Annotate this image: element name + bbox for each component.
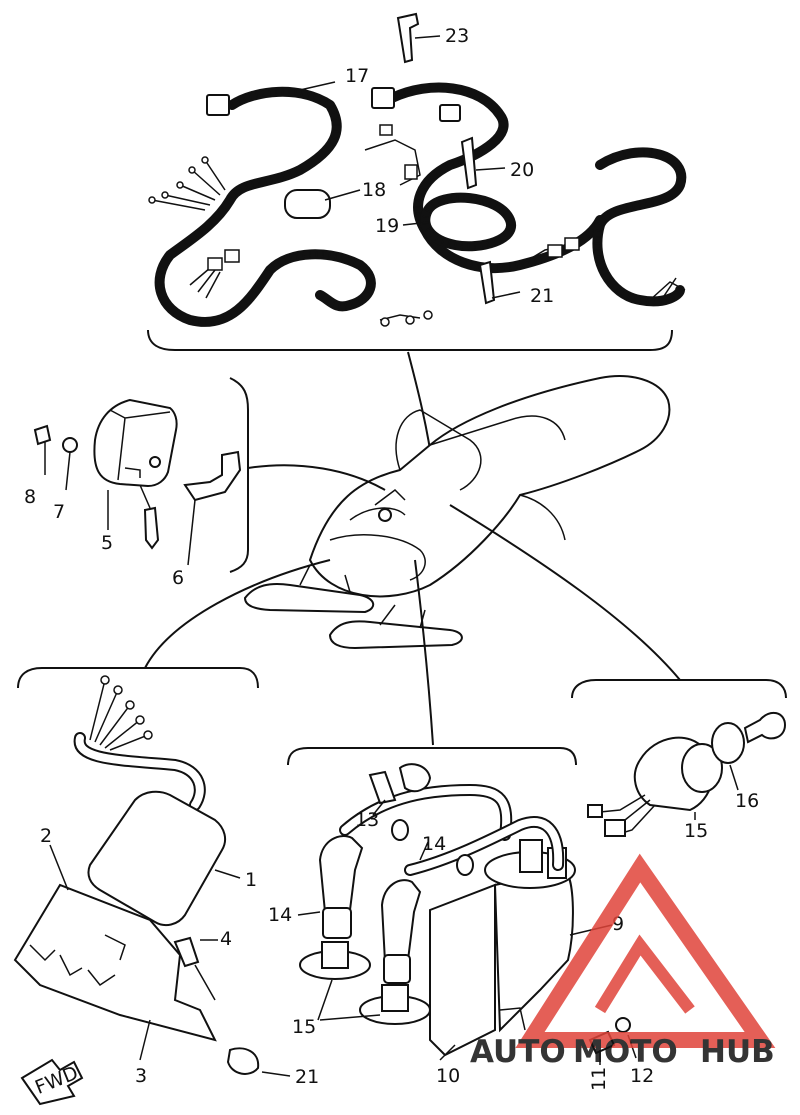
- callout-15: 15: [292, 1016, 316, 1038]
- callout-13: 13: [355, 809, 379, 831]
- cdi-wire-ends: [89, 675, 153, 751]
- harness-leader-lines: [299, 35, 521, 299]
- callout-14-left: 14: [268, 904, 292, 926]
- callout-11: 11: [588, 1067, 610, 1091]
- callout-6: 6: [172, 567, 184, 589]
- callout-4: 4: [220, 928, 232, 950]
- callout-19: 18: [362, 179, 386, 201]
- harness-sleeve: [284, 189, 331, 219]
- callout-labels: 23 17 18 19 20 21 8 7 5 6 2 1 4 3 21 13 …: [24, 25, 759, 1091]
- cable-tie: [396, 12, 420, 64]
- cdi-unit: [87, 790, 227, 927]
- callout-16: 15: [684, 820, 708, 842]
- washer: [62, 437, 78, 453]
- snowmobile-illustration: [243, 375, 671, 650]
- wire-ends-right: [519, 237, 686, 303]
- coil-group-bracket: [287, 747, 577, 766]
- callout-22: 21: [295, 1066, 319, 1088]
- callout-5: 5: [101, 532, 113, 554]
- cdi-group: FWD: [13, 559, 331, 1106]
- regulator-group: [33, 377, 386, 573]
- fwd-arrow: FWD: [20, 1058, 84, 1106]
- callout-2: 2: [40, 825, 52, 847]
- callout-1: 1: [245, 869, 257, 891]
- ignition-coil-group: [287, 559, 637, 1065]
- callout-20: 19: [375, 215, 399, 237]
- plug-cap-left: [318, 835, 364, 914]
- watermark-text-hub: HUB: [700, 1034, 775, 1070]
- harness-connector-left: [206, 94, 230, 116]
- ignition-key: [743, 711, 787, 744]
- callout-21-upper: 20: [510, 159, 534, 181]
- regulator-bracket: [183, 450, 242, 502]
- callout-23: 23: [445, 25, 469, 47]
- cdi-pointer-line: [144, 559, 331, 669]
- coil-nut: [615, 1017, 631, 1033]
- main-switch-group: [449, 504, 787, 837]
- callout-18: 17: [345, 65, 369, 87]
- callout-8: 8: [24, 486, 36, 508]
- callout-21-lower: 21: [530, 285, 554, 307]
- cdi-mount-bracket: [13, 883, 217, 1042]
- watermark-inner-mark: [594, 934, 695, 1014]
- watermark-text-auto: AUTO: [470, 1034, 566, 1070]
- switch-pointer-line: [449, 504, 681, 681]
- automotohub-watermark: AUTO MOTO HUB: [470, 853, 776, 1070]
- switch-group-bracket: [571, 679, 787, 699]
- harness-clamp-lower: [478, 260, 496, 305]
- coil-pointer-line: [414, 559, 434, 746]
- callout-14-right: 14: [422, 833, 446, 855]
- callout-12: 12: [630, 1065, 654, 1087]
- switch-nut: [711, 722, 745, 764]
- callout-10: 10: [436, 1065, 460, 1087]
- callout-3: 3: [135, 1065, 147, 1087]
- plug-cap-right: [380, 879, 422, 964]
- harness-clamp-upper: [460, 136, 478, 190]
- callout-7: 7: [53, 501, 65, 523]
- bolt: [33, 424, 52, 446]
- regulator-pointer-line: [247, 464, 386, 491]
- callout-17: 16: [735, 790, 759, 812]
- ignition-coil-body: [429, 883, 496, 1057]
- watermark-text-moto: MOTO: [573, 1034, 678, 1070]
- wire-ends-left: [148, 156, 240, 299]
- wire-harness-group: [147, 12, 687, 471]
- cdi-group-bracket: [17, 667, 259, 689]
- wire-ends-mid: [364, 124, 433, 327]
- hose-clamp: [398, 763, 432, 793]
- harness-group-bracket: [147, 329, 673, 351]
- wire-clip: [226, 1047, 260, 1075]
- harness-connector-small: [439, 104, 461, 122]
- regulator-group-bracket: [229, 377, 249, 573]
- watermark-triangle-logo: [515, 853, 776, 1048]
- cdi-bolt: [173, 936, 200, 968]
- harness-connector-right: [371, 87, 395, 109]
